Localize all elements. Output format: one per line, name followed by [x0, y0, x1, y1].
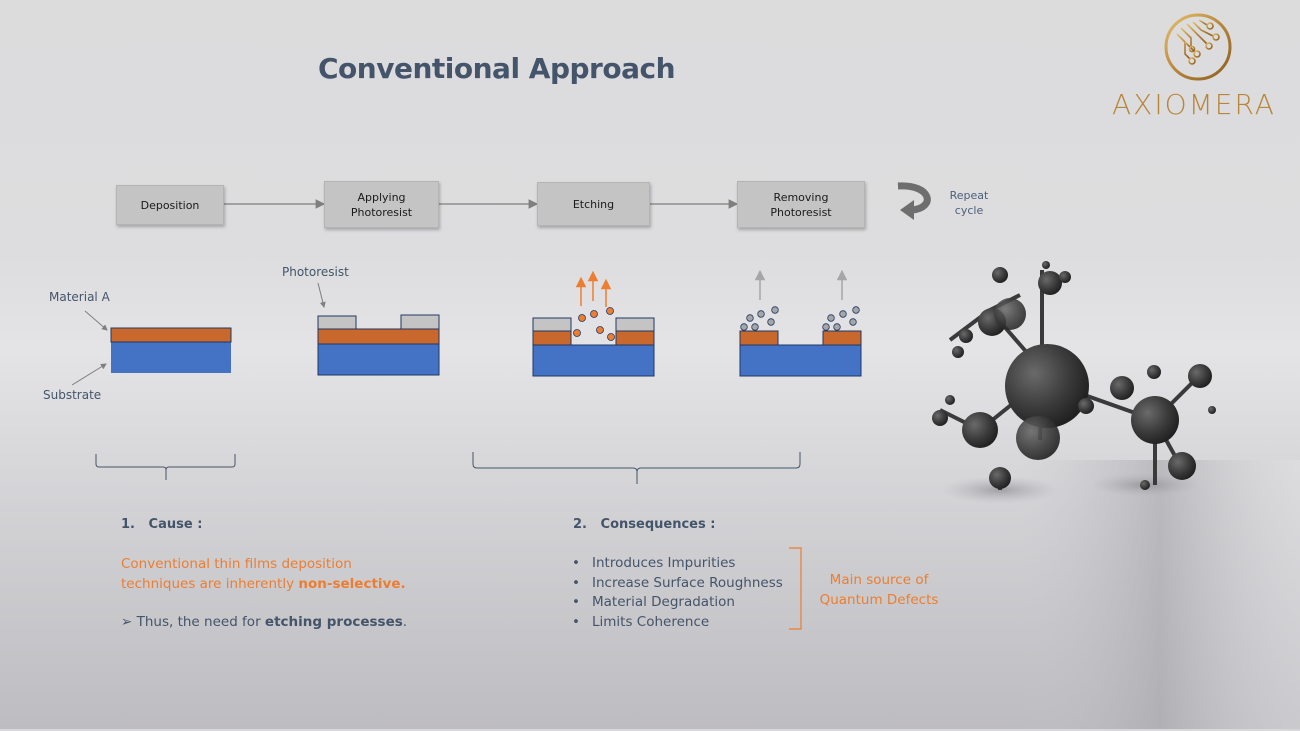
stage-removing-photoresist	[739, 269, 862, 377]
cause-text: techniques are inherently	[121, 576, 299, 592]
cause-statement-line2: techniques are inherently non-selective.	[121, 574, 406, 594]
stage-etching	[532, 270, 655, 377]
step-label: Etching	[572, 197, 615, 211]
repeat-cycle-label: Repeat cycle	[942, 188, 996, 218]
right-bracket	[789, 547, 802, 630]
step-label: Applying	[357, 190, 406, 204]
summary-line1: Main source of	[829, 572, 929, 588]
curved-return-arrow-icon	[897, 182, 931, 220]
step-label: Removing	[773, 190, 829, 204]
stage-deposition	[71, 310, 232, 386]
list-item: • Introduces Impurities	[572, 554, 783, 574]
consequences-list: • Introduces Impurities • Increase Surface…	[572, 554, 783, 633]
bullet-icon: •	[572, 555, 580, 571]
stage-applying-photoresist	[317, 282, 440, 376]
list-item: • Material Degradation	[572, 593, 783, 613]
bullet-icon: •	[572, 574, 580, 591]
arrow-bullet-icon: ➢	[121, 614, 133, 630]
step-removing-photoresist: Removing Photoresist	[737, 181, 865, 228]
list-item: • Increase Surface Roughness	[572, 574, 783, 594]
brace-cause	[95, 454, 236, 480]
brace-consequences	[472, 452, 801, 484]
step-label: Photoresist	[350, 205, 413, 219]
list-item-text: Material Degradation	[592, 594, 735, 611]
cause-emphasis: non-selective.	[298, 576, 406, 592]
bullet-icon: •	[572, 614, 580, 631]
label-material-a: Material A	[49, 290, 110, 304]
brand-name: AXIOMERA	[1112, 88, 1276, 121]
cause-statement-line1: Conventional thin films deposition	[121, 556, 352, 572]
step-deposition: Deposition	[116, 185, 224, 225]
conclusion-emphasis: etching processes	[264, 614, 403, 630]
slide-title: Conventional Approach	[318, 52, 676, 85]
consequences-summary: Main source of Quantum Defects	[818, 570, 940, 610]
list-item: • Limits Coherence	[572, 613, 783, 633]
label-substrate: Substrate	[43, 388, 102, 402]
list-item-text: Introduces Impurities	[592, 555, 736, 571]
bullet-icon: •	[572, 594, 580, 611]
cause-conclusion: ➢ Thus, the need for etching processes.	[121, 612, 407, 632]
repeat-line1: Repeat	[949, 189, 989, 202]
bottom-edge	[0, 729, 1300, 731]
list-item-text: Increase Surface Roughness	[592, 574, 783, 591]
repeat-line2: cycle	[954, 204, 984, 217]
step-label: Deposition	[140, 198, 200, 212]
conclusion-suffix: .	[402, 614, 408, 630]
step-label: Photoresist	[770, 205, 832, 219]
brand-logo	[1163, 12, 1233, 82]
step-etching: Etching	[537, 182, 650, 226]
cross-section-diagrams	[71, 269, 862, 484]
label-photoresist: Photoresist	[282, 265, 349, 279]
consequences-heading: 2. Consequences :	[573, 517, 716, 532]
flow-connectors	[222, 182, 931, 220]
step-applying-photoresist: Applying Photoresist	[324, 181, 439, 228]
cause-statement: Conventional thin films deposition techn…	[121, 554, 406, 594]
molecule-illustration	[932, 261, 1300, 731]
circuit-logo-icon	[1164, 13, 1232, 81]
cause-heading: 1. Cause :	[121, 517, 203, 532]
conclusion-text: Thus, the need for	[132, 614, 265, 630]
list-item-text: Limits Coherence	[592, 614, 710, 631]
summary-line2: Quantum Defects	[819, 592, 939, 608]
